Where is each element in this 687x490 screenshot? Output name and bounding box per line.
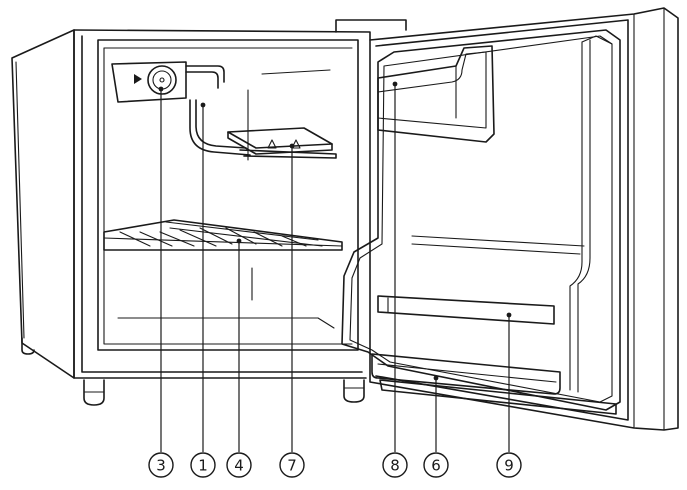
callout-1: 1 xyxy=(190,452,216,478)
left-front-foot xyxy=(83,379,105,406)
door-bar xyxy=(377,295,555,325)
callout-7: 7 xyxy=(279,452,305,478)
front-frame xyxy=(73,29,367,379)
svg-text:6: 6 xyxy=(431,457,441,475)
callout-6: 6 xyxy=(423,452,449,478)
callout-8: 8 xyxy=(382,452,408,478)
svg-text:8: 8 xyxy=(390,457,400,475)
svg-text:7: 7 xyxy=(287,457,297,475)
thermostat xyxy=(111,61,251,156)
svg-text:4: 4 xyxy=(234,457,244,475)
right-front-foot xyxy=(343,379,365,403)
inner-liner xyxy=(97,39,359,351)
svg-text:1: 1 xyxy=(198,457,208,475)
cabinet-top xyxy=(73,29,371,41)
wire-shelf xyxy=(103,219,343,251)
back-foot xyxy=(21,337,35,355)
callout-3: 3 xyxy=(148,452,174,478)
cabinet-left-side xyxy=(11,29,75,379)
svg-text:9: 9 xyxy=(504,457,514,475)
leader-lines xyxy=(158,81,512,452)
upper-door-shelf xyxy=(377,45,495,143)
door-inner-liner xyxy=(341,29,621,411)
bottom-door-bin xyxy=(371,353,561,395)
door xyxy=(341,7,679,431)
svg-text:3: 3 xyxy=(156,457,166,475)
callout-9: 9 xyxy=(496,452,522,478)
ice-tray xyxy=(227,127,337,159)
callout-4: 4 xyxy=(226,452,252,478)
cabinet xyxy=(11,19,407,406)
top-hinge xyxy=(335,19,407,33)
